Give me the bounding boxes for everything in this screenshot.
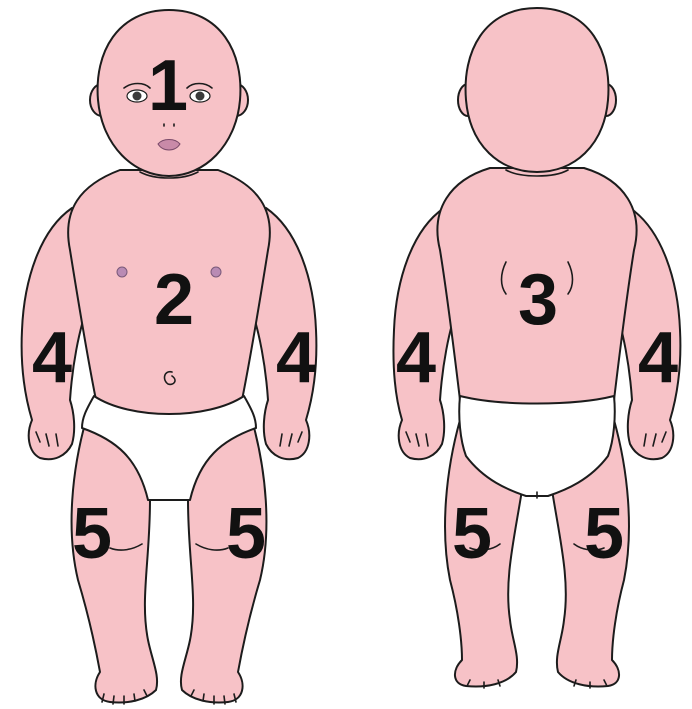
front-right-nipple xyxy=(211,267,221,277)
label-arm-back-left: 4 xyxy=(396,318,436,398)
label-leg-front-left: 5 xyxy=(72,494,112,574)
label-leg-front-right: 5 xyxy=(226,494,266,574)
front-left-nipple xyxy=(117,267,127,277)
back-head xyxy=(466,8,609,172)
label-head: 1 xyxy=(148,46,188,126)
label-arm-front-right: 4 xyxy=(276,318,316,398)
label-arm-back-right: 4 xyxy=(638,318,678,398)
label-leg-back-right: 5 xyxy=(584,494,624,574)
label-leg-back-left: 5 xyxy=(452,494,492,574)
label-back: 3 xyxy=(518,260,558,340)
label-arm-front-left: 4 xyxy=(32,318,72,398)
label-chest-abdomen: 2 xyxy=(154,260,194,340)
